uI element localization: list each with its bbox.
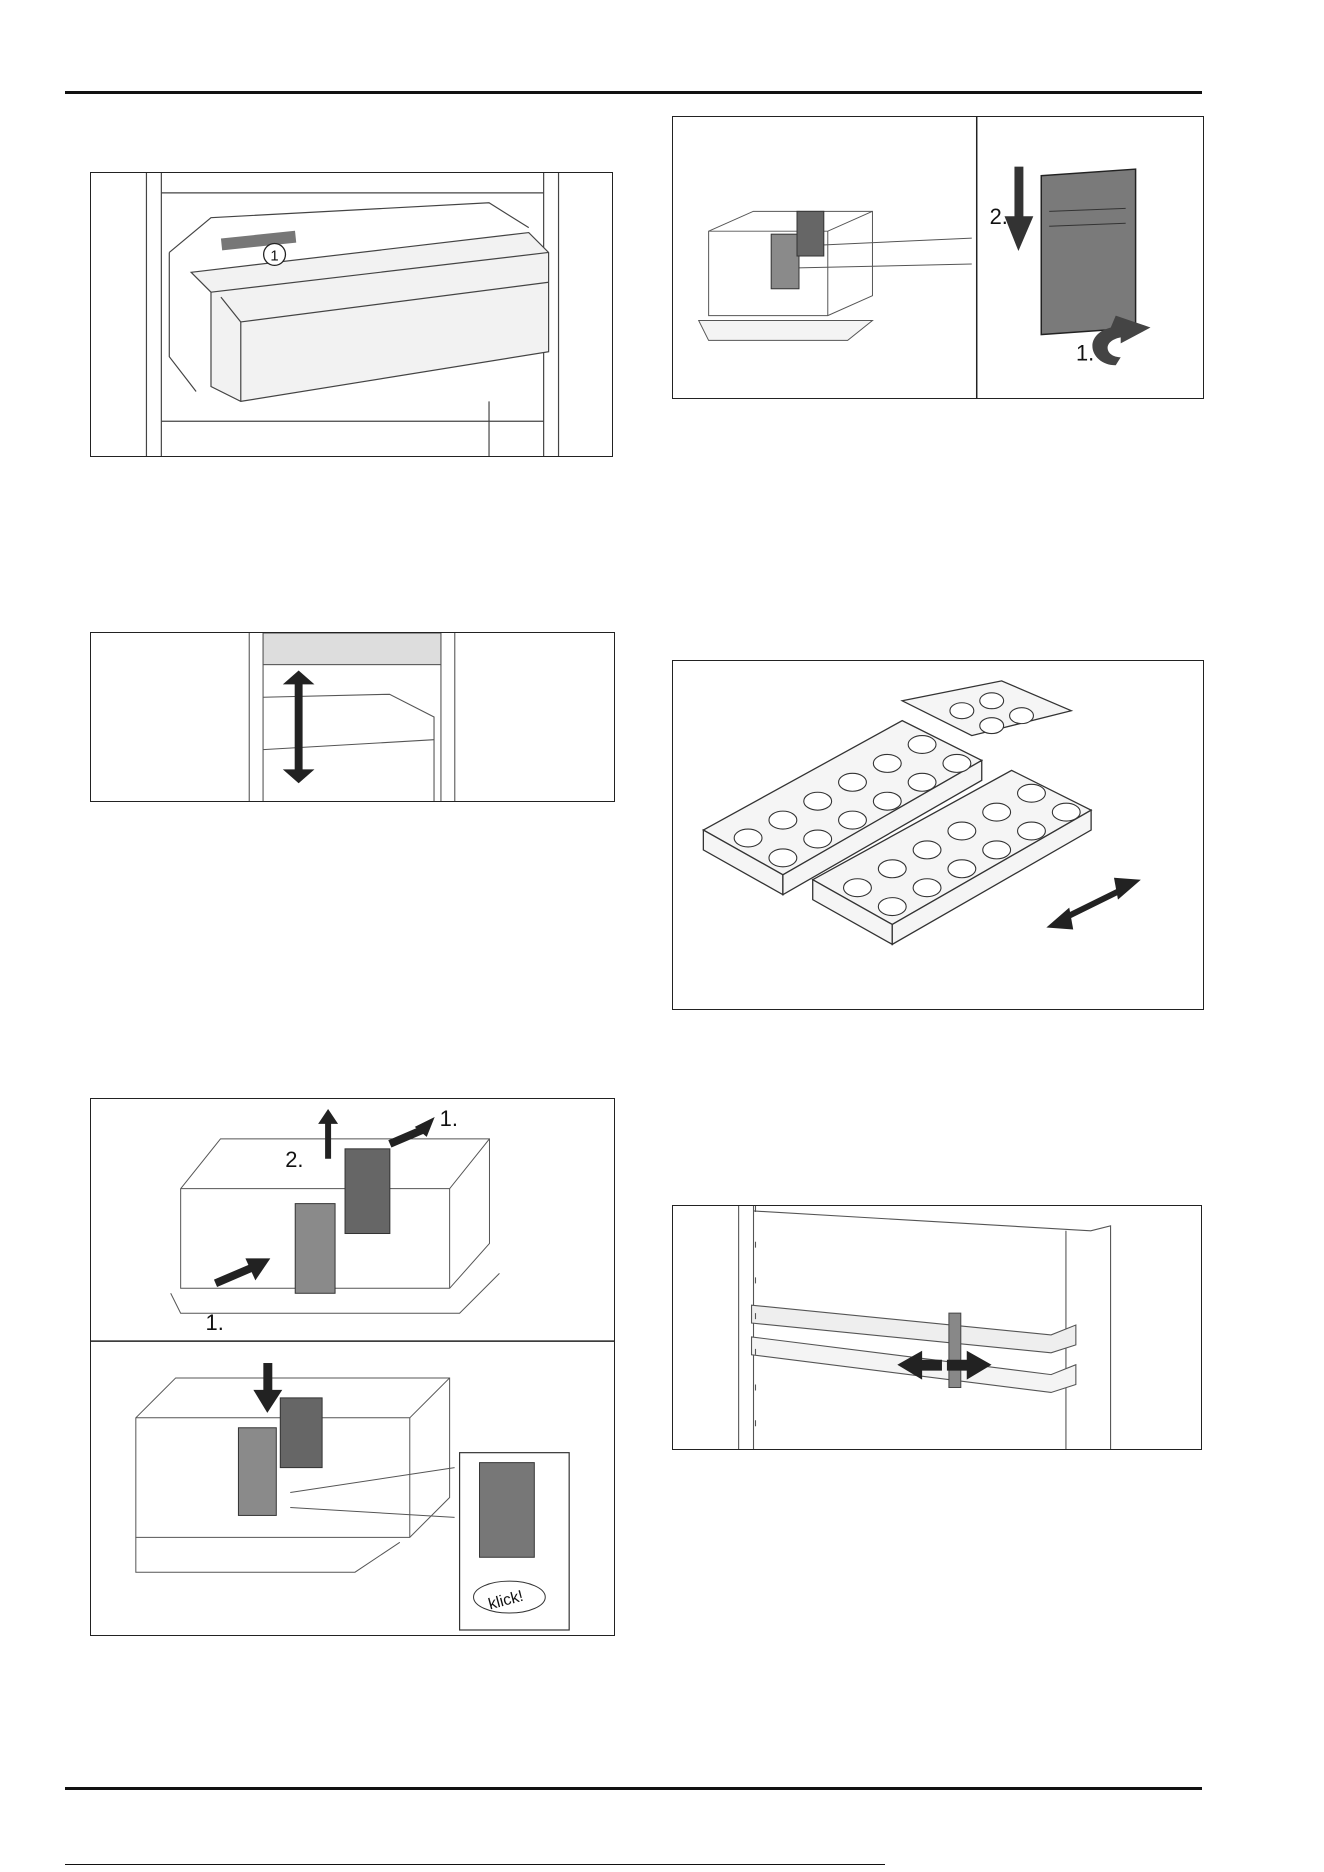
bottom-rule [65,1787,1202,1790]
double-arrow-icon [1046,878,1140,930]
rating-label-sticker [221,231,296,251]
figure-drawer-height [90,632,615,802]
divider-insertion-illustration: 1. 2. 1. klick! [91,1099,614,1635]
egg-tray-illustration [673,661,1203,1009]
arrow-icon [253,1363,282,1413]
drawer-height-illustration [91,633,614,801]
drawer-illustration: 1 [91,173,612,456]
step-label-2: 2. [990,204,1008,229]
arrow-icon [1005,167,1034,251]
figure-divider-removal: 2. 1. [672,116,1204,399]
divider-panel [1041,169,1135,334]
figure-egg-tray [672,660,1204,1010]
step-label-1: 1. [1076,340,1094,365]
top-rule [65,91,1202,94]
figure-shelf-divider [672,1205,1202,1450]
figure-divider-insertion: 1. 2. 1. klick! [90,1098,615,1636]
step-label-1-top: 1. [440,1106,458,1131]
step-label-1-bottom: 1. [206,1310,224,1335]
double-arrow-icon [283,671,315,784]
callout-number: 1 [270,248,278,264]
step-label-2: 2. [285,1147,303,1172]
figure-drawer-label: 1 [90,172,613,457]
footer-rule [65,1864,885,1865]
shelf-divider-illustration [673,1206,1201,1449]
divider-removal-illustration: 2. 1. [673,117,1203,398]
